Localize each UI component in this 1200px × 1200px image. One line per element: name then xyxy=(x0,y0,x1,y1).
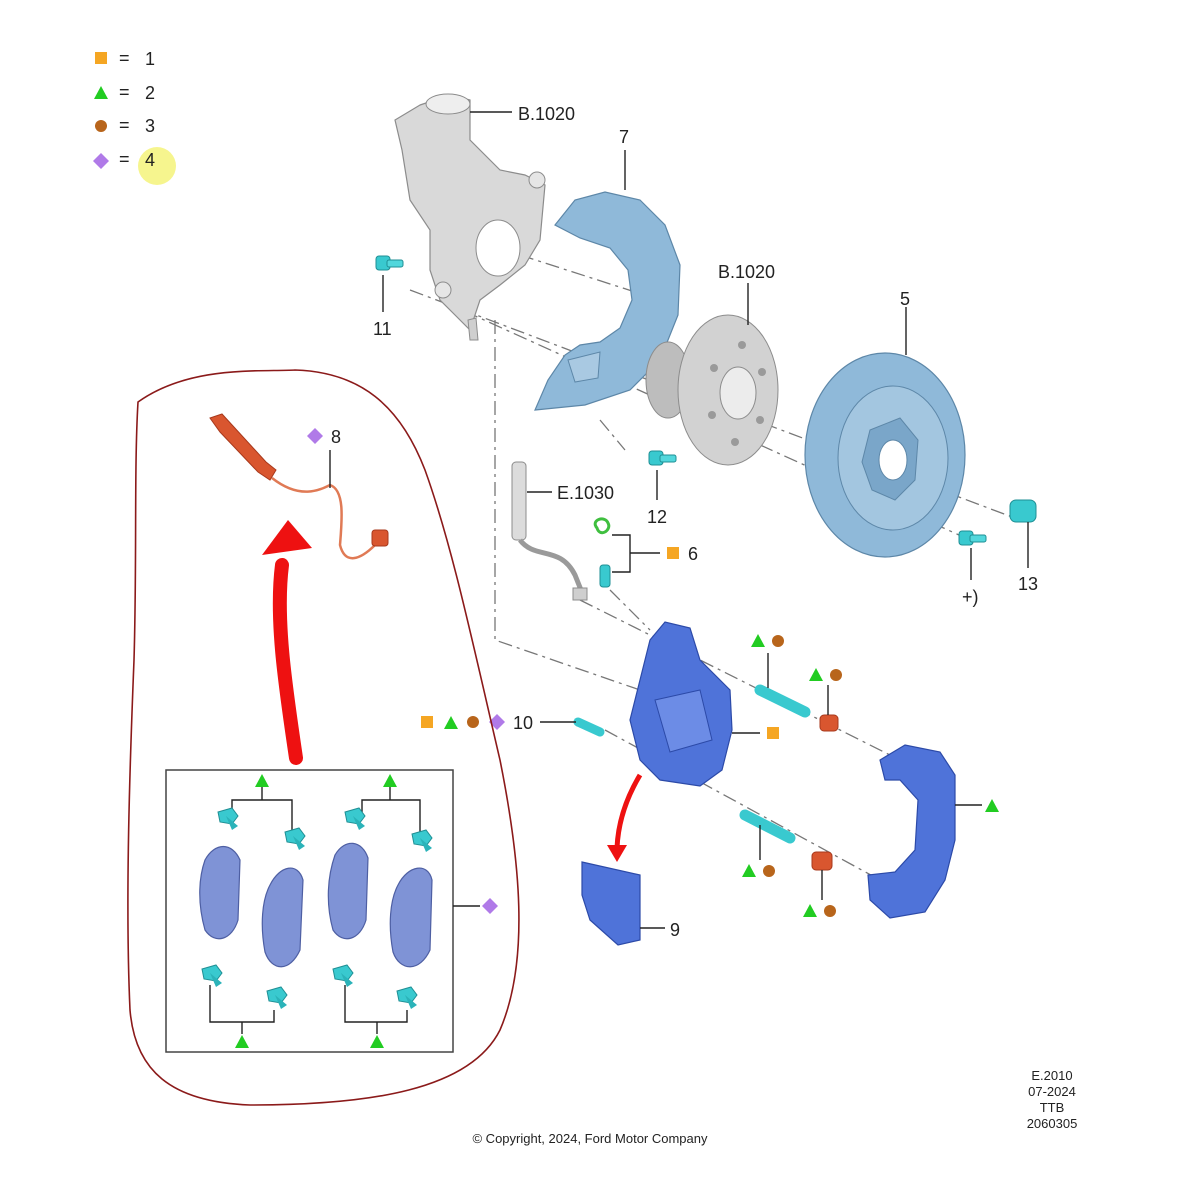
green-triangle-icon xyxy=(809,668,823,681)
legend: = 1 = 2 = 3 = 4 xyxy=(93,48,176,185)
callout-shield: 7 xyxy=(619,127,629,147)
lower-bushing xyxy=(803,851,836,917)
brown-circle-icon xyxy=(95,120,107,132)
svg-text:=: = xyxy=(119,115,130,135)
brake-pad-kit xyxy=(165,769,498,1053)
callout-guide-bolt: 10 xyxy=(513,713,533,733)
orange-square-icon xyxy=(421,716,433,728)
legend-label: 4 xyxy=(145,150,155,170)
green-triangle-icon xyxy=(751,634,765,647)
splash-shield: 7 xyxy=(534,127,681,411)
orange-square-icon xyxy=(767,727,779,739)
legend-highlight xyxy=(138,147,176,185)
callout-wear-sensor: 8 xyxy=(331,427,341,447)
hand-drawn-outline xyxy=(127,369,520,1106)
upper-bushing xyxy=(809,668,842,732)
red-arrow-icon xyxy=(614,773,643,849)
brown-circle-icon xyxy=(467,716,479,728)
legend-item-circle: = 3 xyxy=(95,115,155,136)
legend-item-square: = 1 xyxy=(95,48,155,69)
callout-hub-ref: B.1020 xyxy=(718,262,775,282)
drawing-date: 07-2024 xyxy=(1028,1084,1076,1099)
wheel-hub: B.1020 xyxy=(645,262,779,466)
drawing-code: E.2010 xyxy=(1031,1068,1072,1083)
caliper-housing xyxy=(629,621,779,787)
green-triangle-icon xyxy=(985,799,999,812)
brake-pad xyxy=(199,845,241,940)
caliper-bracket xyxy=(867,744,999,919)
callout-bolt-11: 11 xyxy=(373,319,392,339)
steering-knuckle: B.1020 xyxy=(394,93,575,341)
purple-diamond-icon xyxy=(482,898,498,914)
legend-label: 1 xyxy=(145,49,155,69)
green-triangle-icon xyxy=(803,904,817,917)
red-arrow-icon xyxy=(262,520,312,765)
callout-bleed-6: 6 xyxy=(688,544,698,564)
svg-text:=: = xyxy=(119,82,130,102)
legend-label: 3 xyxy=(145,116,155,136)
orange-square-icon xyxy=(667,547,679,559)
bleed-screw-group: 6 xyxy=(593,517,698,588)
brown-circle-icon xyxy=(830,669,842,681)
legend-label: 2 xyxy=(145,83,155,103)
callout-clip-9: 9 xyxy=(670,920,680,940)
guide-bolt-10: 10 xyxy=(421,713,605,737)
abs-sensor: E.1030 xyxy=(511,461,614,601)
brake-pad xyxy=(389,867,433,968)
brake-pad xyxy=(261,867,304,968)
drawing-number: 2060305 xyxy=(1027,1116,1078,1131)
callout-disc: 5 xyxy=(900,289,910,309)
green-triangle-icon xyxy=(94,86,108,99)
green-triangle-icon xyxy=(742,864,756,877)
wear-sensor: 8 xyxy=(209,413,389,560)
orange-square-icon xyxy=(95,52,107,64)
callout-sensor-ref: E.1030 xyxy=(557,483,614,503)
callout-bolt-13: 13 xyxy=(1018,574,1038,594)
green-triangle-icon xyxy=(444,716,458,729)
brake-pad xyxy=(327,842,369,940)
bolt-12: 12 xyxy=(647,450,677,527)
copyright-text: © Copyright, 2024, Ford Motor Company xyxy=(472,1131,708,1146)
disc-screw: +) xyxy=(958,530,987,607)
purple-diamond-icon xyxy=(93,153,109,169)
drawing-ttb: TTB xyxy=(1040,1100,1065,1115)
callout-plus-note: +) xyxy=(962,587,979,607)
brown-circle-icon xyxy=(824,905,836,917)
anti-rattle-clip: 9 xyxy=(581,773,680,946)
brown-circle-icon xyxy=(763,865,775,877)
legend-item-diamond: = 4 xyxy=(93,149,155,170)
drawing-info: E.2010 07-2024 TTB 2060305 xyxy=(1027,1068,1078,1131)
brake-disc: 5 xyxy=(804,289,966,558)
brown-circle-icon xyxy=(772,635,784,647)
lower-guide-pin xyxy=(739,809,796,877)
svg-text:=: = xyxy=(119,149,130,169)
upper-guide-pin xyxy=(751,634,811,718)
bolt-13: 13 xyxy=(1009,499,1038,594)
svg-text:=: = xyxy=(119,48,130,68)
legend-item-triangle: = 2 xyxy=(94,82,155,103)
callout-bolt-12: 12 xyxy=(647,507,667,527)
purple-diamond-icon xyxy=(307,428,323,444)
callout-knuckle-ref: B.1020 xyxy=(518,104,575,124)
bolt-11: 11 xyxy=(373,255,404,339)
